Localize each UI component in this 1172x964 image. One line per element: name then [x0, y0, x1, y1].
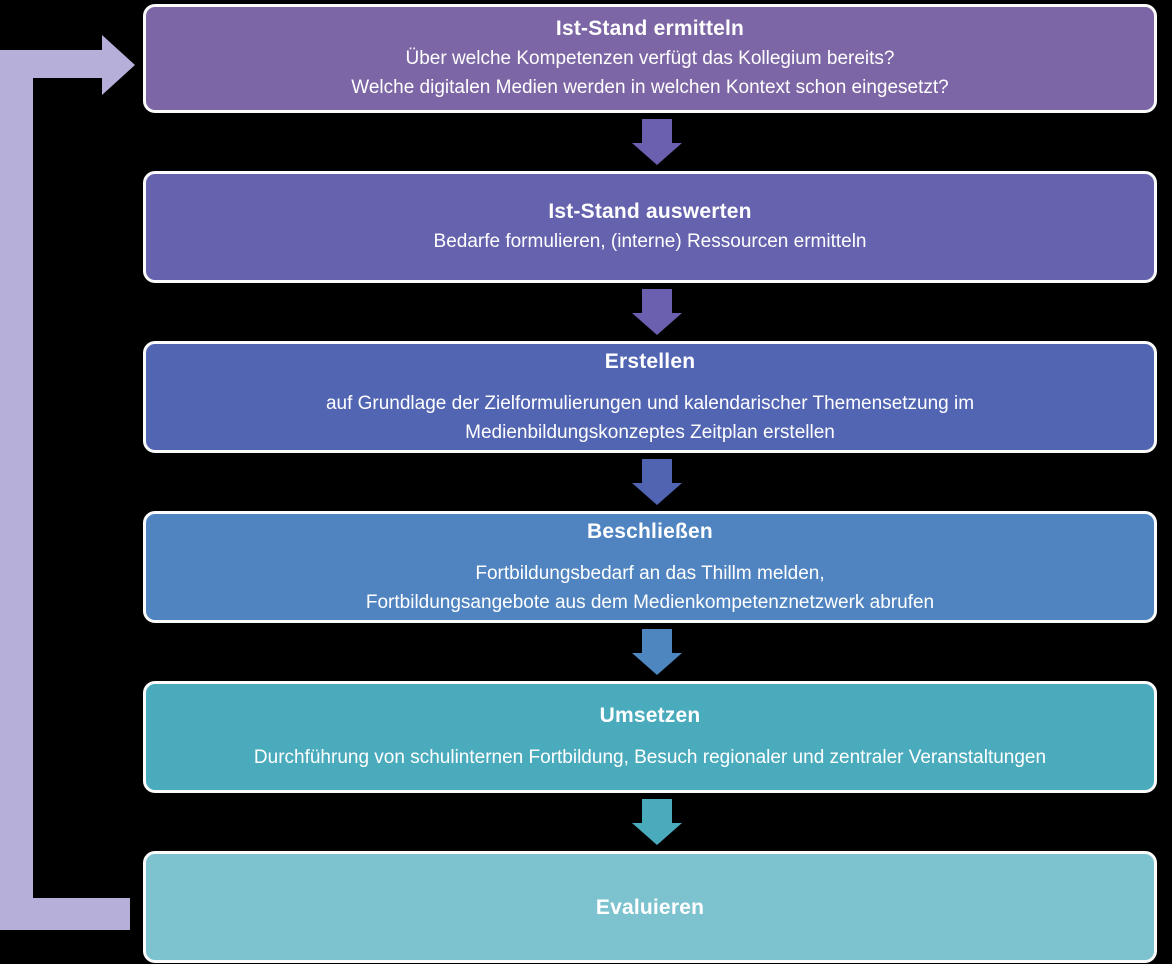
step-body-line: auf Grundlage der Zielformulierungen und… [325, 392, 975, 414]
down-arrow-icon [632, 629, 682, 675]
step-title: Evaluieren [595, 895, 705, 919]
step-body-line: Durchführung von schulinternen Fortbildu… [253, 747, 1047, 768]
step-6-box: Evaluieren [143, 851, 1157, 963]
step-body-line: Über welche Kompetenzen verfügt das Koll… [405, 48, 895, 69]
step-2-box: Ist-Stand auswerten Bedarfe formulieren,… [143, 171, 1157, 283]
step-title: Beschließen [587, 519, 713, 543]
down-arrow-icon [632, 459, 682, 505]
step-title: Ist-Stand auswerten [548, 200, 752, 223]
step-body-line: Fortbildungsbedarf an das Thillm melden, [475, 562, 825, 584]
step-3-box: Erstellen auf Grundlage der Zielformulie… [143, 341, 1157, 453]
step-4-box: Beschließen Fortbildungsbedarf an das Th… [143, 511, 1157, 623]
step-title: Umsetzen [599, 704, 701, 727]
step-title: Erstellen [604, 349, 696, 373]
down-arrow-icon [632, 289, 682, 335]
step-5-box: Umsetzen Durchführung von schulinternen … [143, 681, 1157, 793]
step-title: Ist-Stand ermitteln [555, 17, 745, 40]
step-body-line: Welche digitalen Medien werden in welche… [351, 77, 949, 98]
step-body-line: Bedarfe formulieren, (interne) Ressource… [433, 231, 867, 252]
down-arrow-icon [632, 799, 682, 845]
step-1-box: Ist-Stand ermitteln Über welche Kompeten… [143, 4, 1157, 113]
step-body-line: Fortbildungsangebote aus dem Medienkompe… [365, 591, 935, 613]
feedback-loop-arrow-icon [0, 35, 135, 930]
step-body-line: Medienbildungskonzeptes Zeitplan erstell… [465, 421, 835, 443]
down-arrow-icon [632, 119, 682, 165]
